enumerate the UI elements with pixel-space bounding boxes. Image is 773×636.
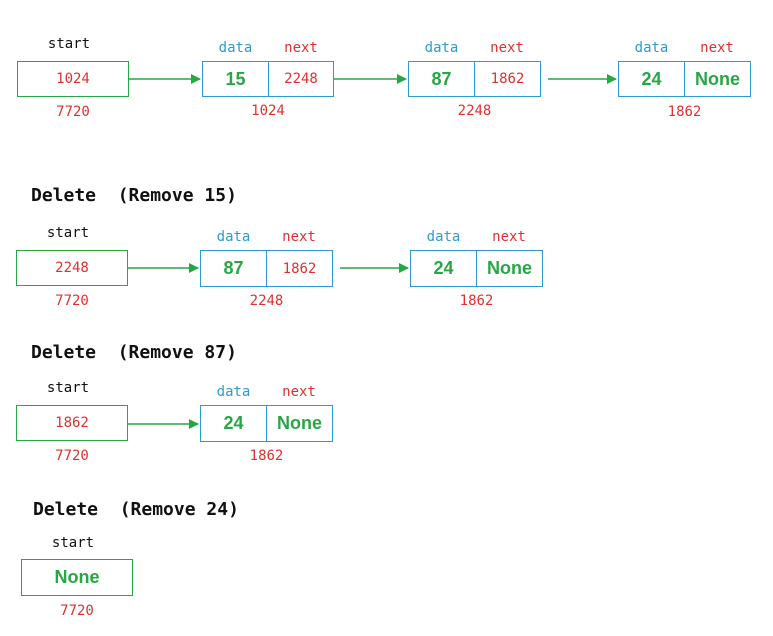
node-next-cell: None xyxy=(476,251,542,286)
node-next-value: 1862 xyxy=(490,71,525,87)
node-address: 2248 xyxy=(457,103,492,119)
start-label: start xyxy=(47,36,91,52)
start-pointer-box: None xyxy=(21,559,133,596)
list-node: 15 2248 xyxy=(202,61,334,97)
stage-heading: Delete (Remove 87) xyxy=(31,342,237,363)
node-address: 1862 xyxy=(667,104,702,120)
node-data-value: 87 xyxy=(431,68,452,89)
next-label: next xyxy=(490,40,524,56)
next-label: next xyxy=(700,40,734,56)
node-data-value: 87 xyxy=(223,258,244,278)
start-address: 7720 xyxy=(55,448,89,464)
node-data-value: 24 xyxy=(641,68,662,89)
start-pointer-box: 1862 xyxy=(16,405,128,441)
node-address: 1862 xyxy=(249,448,284,464)
node-data-cell: 15 xyxy=(203,62,268,96)
node-next-value: None xyxy=(277,413,322,433)
data-label: data xyxy=(216,384,251,400)
start-pointer-box: 1024 xyxy=(17,61,129,97)
next-label: next xyxy=(282,229,316,245)
node-next-value: None xyxy=(695,68,740,89)
next-label: next xyxy=(284,40,318,56)
list-node: 24 None xyxy=(410,250,543,287)
node-next-cell: 1862 xyxy=(266,251,332,286)
node-data-cell: 87 xyxy=(409,62,474,96)
list-node: 24 None xyxy=(618,61,751,97)
next-label: next xyxy=(492,229,526,245)
node-data-value: 15 xyxy=(225,68,246,89)
node-address: 1024 xyxy=(251,103,285,119)
list-node: 24 None xyxy=(200,405,333,442)
node-data-cell: 87 xyxy=(201,251,266,286)
node-next-cell: 1862 xyxy=(474,62,540,96)
data-label: data xyxy=(426,229,461,245)
node-data-value: 24 xyxy=(433,258,454,278)
stage-heading: Delete (Remove 15) xyxy=(31,185,237,206)
node-data-cell: 24 xyxy=(619,62,684,96)
node-next-value: 1862 xyxy=(282,260,317,277)
list-node: 87 1862 xyxy=(200,250,333,287)
start-pointer-value: 1024 xyxy=(56,71,90,87)
node-data-cell: 24 xyxy=(411,251,476,286)
node-next-cell: 2248 xyxy=(268,62,333,96)
node-next-cell: None xyxy=(266,406,332,441)
data-label: data xyxy=(634,40,669,56)
list-node: 87 1862 xyxy=(408,61,541,97)
start-label: start xyxy=(51,535,95,551)
start-label: start xyxy=(46,225,90,241)
start-pointer-value: 2248 xyxy=(55,260,89,276)
start-pointer-box: 2248 xyxy=(16,250,128,286)
node-next-value: 2248 xyxy=(284,71,318,87)
node-data-cell: 24 xyxy=(201,406,266,441)
stage-heading: Delete (Remove 24) xyxy=(33,499,239,520)
start-pointer-value: None xyxy=(54,567,100,587)
node-address: 2248 xyxy=(249,293,284,309)
node-next-value: None xyxy=(487,258,532,278)
start-address: 7720 xyxy=(60,603,94,619)
data-label: data xyxy=(218,40,253,56)
start-address: 7720 xyxy=(55,293,89,309)
next-label: next xyxy=(282,384,316,400)
node-next-cell: None xyxy=(684,62,750,96)
start-address: 7720 xyxy=(56,104,90,120)
start-pointer-value: 1862 xyxy=(55,415,89,431)
data-label: data xyxy=(424,40,459,56)
node-address: 1862 xyxy=(459,293,494,309)
start-label: start xyxy=(46,380,90,396)
data-label: data xyxy=(216,229,251,245)
node-data-value: 24 xyxy=(223,413,244,433)
